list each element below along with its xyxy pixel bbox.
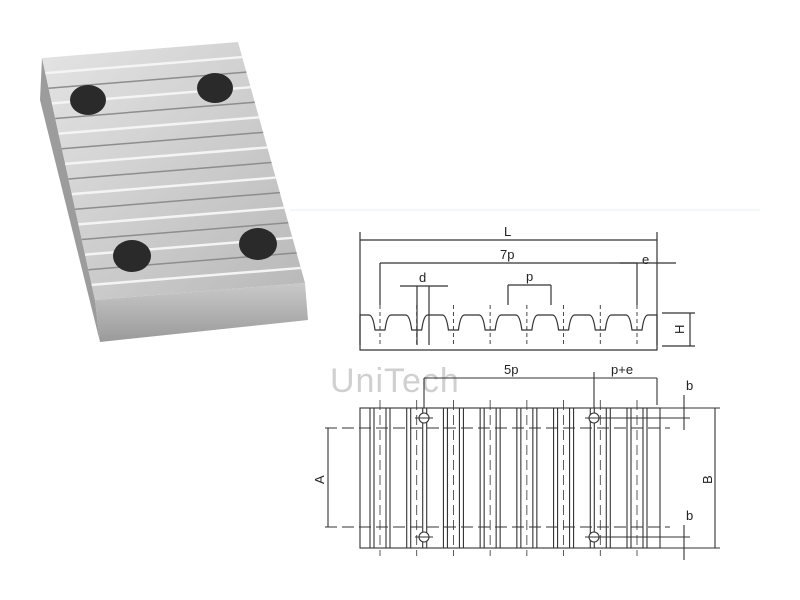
ridge <box>61 131 264 150</box>
plate-outline <box>359 407 661 549</box>
ridge <box>75 191 280 210</box>
ridge <box>58 116 260 135</box>
clamp-plate-photo <box>40 42 308 342</box>
hole-icon <box>197 73 233 103</box>
ridge <box>78 206 285 226</box>
hole-icon <box>239 228 277 260</box>
plan-view-drawing <box>325 372 720 560</box>
label-B: B <box>700 475 715 484</box>
hole-icon <box>70 85 106 115</box>
ridge <box>91 266 301 287</box>
hole-icon <box>113 240 151 272</box>
label-7p: 7p <box>500 247 514 262</box>
ridge <box>55 101 255 120</box>
ridge <box>81 222 289 241</box>
label-p: p <box>526 269 533 284</box>
label-L: L <box>504 224 511 239</box>
label-e: e <box>642 252 649 267</box>
label-p-plus-e: p+e <box>611 362 633 377</box>
block-front-face <box>95 283 308 342</box>
label-b-top: b <box>686 378 693 393</box>
ridge <box>65 146 268 166</box>
label-5p: 5p <box>504 362 518 377</box>
tooth-profile <box>359 314 658 351</box>
block-left-side <box>40 58 100 342</box>
ridge <box>71 176 276 196</box>
block-ridges <box>45 55 301 287</box>
ridge <box>68 161 272 180</box>
label-b-bottom: b <box>686 508 693 523</box>
watermark: UniTech <box>330 362 460 400</box>
label-d: d <box>419 270 426 285</box>
label-A: A <box>312 475 327 484</box>
side-view-drawing <box>359 232 695 351</box>
label-H: H <box>672 325 687 334</box>
ridge <box>45 55 243 75</box>
